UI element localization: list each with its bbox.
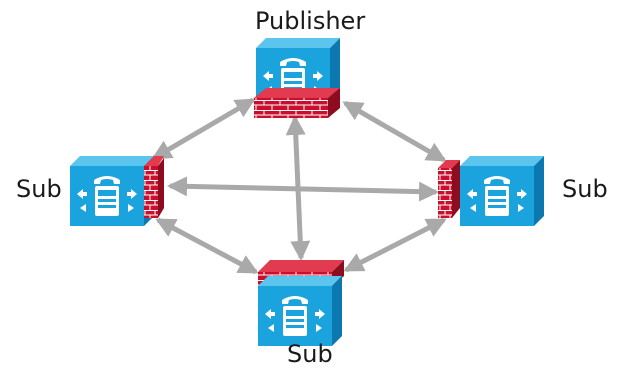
link-sub-left-sub-right: [167, 176, 439, 202]
firewall-icon: [438, 160, 460, 218]
call-manager-server-icon: [70, 156, 154, 226]
sub-bottom-label: Sub: [287, 340, 333, 368]
link-sub-right-sub-bottom: [343, 217, 447, 273]
firewall-icon: [254, 88, 340, 118]
link-sub-left-sub-bottom: [155, 217, 259, 275]
sub-left-label: Sub: [16, 175, 62, 203]
publisher-label: Publisher: [255, 7, 366, 35]
link-publisher-sub-right: [342, 100, 447, 163]
call-manager-server-icon: [460, 156, 544, 226]
link-publisher-sub-left: [151, 97, 256, 161]
links: [151, 97, 447, 275]
sub-right-node: [438, 156, 544, 226]
call-manager-server-icon: [258, 276, 342, 346]
publisher-node: [254, 38, 340, 118]
sub-left-node: [70, 156, 164, 226]
sub-bottom-node: [258, 260, 344, 346]
firewall-icon: [144, 156, 164, 218]
sub-right-label: Sub: [562, 175, 608, 203]
